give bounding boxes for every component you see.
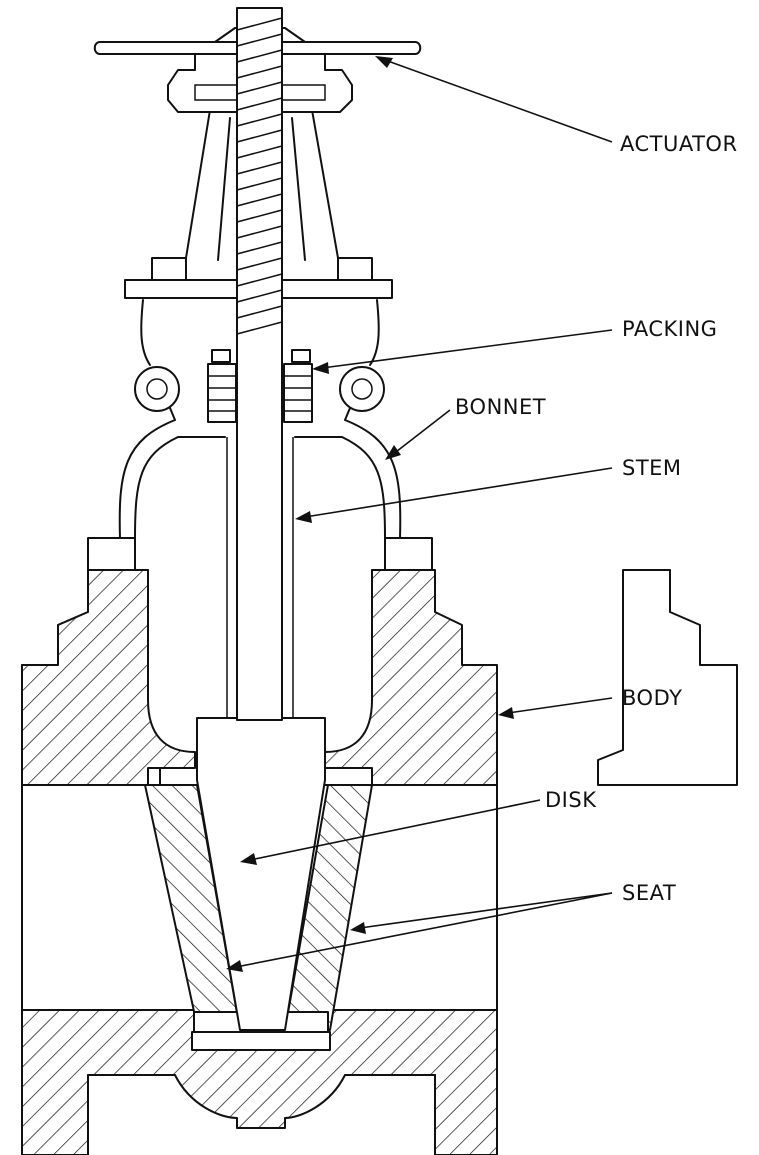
label-stem: STEM: [622, 456, 682, 480]
stem-threads: [236, 17, 283, 335]
leader-disk: [240, 799, 541, 865]
label-bonnet: BONNET: [455, 395, 546, 419]
leader-seat: [226, 892, 613, 972]
leader-actuator: [375, 56, 613, 143]
label-seat: SEAT: [622, 881, 676, 905]
valve-seats: [144, 784, 373, 1051]
valve-body: [21, 569, 738, 1155]
valve-stem: [226, 7, 294, 721]
label-disk: DISK: [545, 788, 597, 812]
label-actuator: ACTUATOR: [620, 132, 738, 156]
leader-packing: [312, 329, 613, 374]
leader-body: [498, 697, 613, 719]
label-packing: PACKING: [622, 317, 717, 341]
leader-stem: [295, 467, 613, 523]
label-body: BODY: [622, 686, 682, 710]
valve-bonnet: [87, 299, 433, 701]
packing-gland: [207, 349, 313, 423]
valve-disk: [196, 717, 326, 1031]
leader-bonnet: [385, 409, 451, 460]
